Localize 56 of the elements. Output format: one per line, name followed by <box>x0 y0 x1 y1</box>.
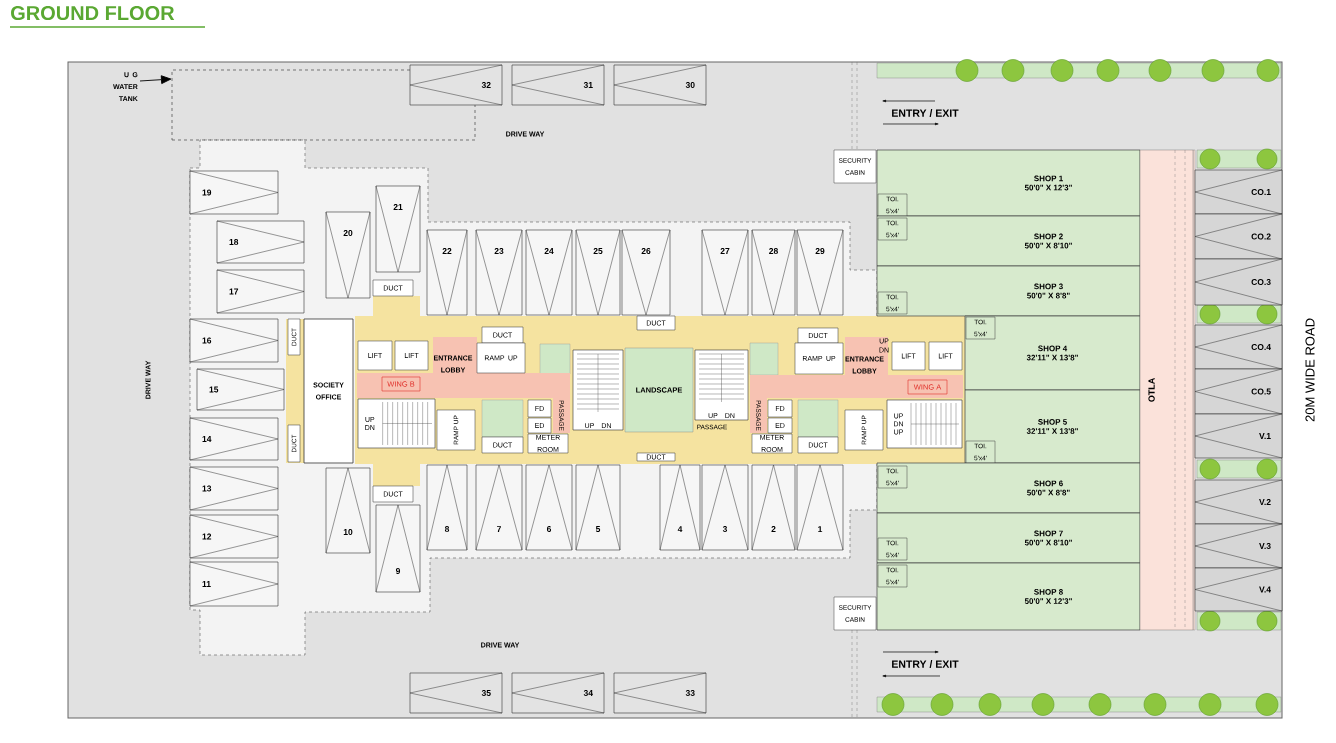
parking-bay: 31 <box>511 64 605 106</box>
parking-bay: 15 <box>196 368 285 411</box>
parking-bay: CO.1 <box>1194 169 1283 215</box>
parking-bay: 32 <box>409 64 503 106</box>
parking-bay: V.3 <box>1194 523 1283 569</box>
parking-bay: 1 <box>796 464 844 551</box>
parking-bay: 28 <box>751 229 796 316</box>
parking-bay: 26 <box>621 229 671 316</box>
parking-bay: 9 <box>375 504 421 593</box>
parking-bay: 23 <box>475 229 523 316</box>
node-label: CO.5 <box>1251 388 1271 395</box>
parking-bay: 18 <box>216 220 305 264</box>
area-label: ENTRY / EXIT <box>892 109 959 117</box>
parking-bay: 17 <box>216 269 305 314</box>
parking-bay: 33 <box>613 672 707 714</box>
parking-bay: V.2 <box>1194 479 1283 525</box>
parking-bay: V.4 <box>1194 567 1283 612</box>
parking-bay: 22 <box>426 229 468 316</box>
node-label: CO.1 <box>1251 188 1271 195</box>
node-label: CO.2 <box>1251 233 1271 240</box>
parking-bay: CO.5 <box>1194 368 1283 415</box>
parking-bay: CO.4 <box>1194 324 1283 370</box>
area-label: 20M WIDE ROAD <box>1305 318 1315 422</box>
parking-bay: 5 <box>575 464 621 551</box>
parking-bay: 25 <box>575 229 621 316</box>
parking-bay: 12 <box>189 514 279 559</box>
parking-bay: 20 <box>325 211 371 299</box>
parking-bay: 14 <box>189 417 279 461</box>
title: GROUND FLOOR <box>11 5 175 21</box>
parking-bay: 4 <box>659 464 701 551</box>
leader-line <box>139 75 172 85</box>
parking-bay: V.1 <box>1194 413 1283 459</box>
parking-bay: 21 <box>375 185 421 273</box>
parking-bay: 10 <box>325 467 371 554</box>
parking-bay: 35 <box>409 672 503 714</box>
area-label: ENTRY / EXIT <box>892 660 959 668</box>
parking-bay: 27 <box>701 229 749 316</box>
node-label: V.3 <box>1259 542 1271 550</box>
parking-bay: 34 <box>511 672 605 714</box>
parking-bay: 8 <box>426 464 468 551</box>
parking-bay: CO.2 <box>1194 213 1283 260</box>
parking-bay: 29 <box>796 229 844 316</box>
parking-bay: 19 <box>189 170 279 215</box>
parking-bay: 30 <box>613 64 707 106</box>
parking-bay: 3 <box>701 464 749 551</box>
parking-bay: CO.3 <box>1194 258 1283 306</box>
parking-bay: 24 <box>525 229 573 316</box>
parking-bay: 2 <box>751 464 796 551</box>
otla-strip: OTLA <box>1139 149 1194 631</box>
parking-bay: 6 <box>525 464 573 551</box>
parking-bay: 7 <box>475 464 523 551</box>
node-label: V.2 <box>1259 499 1271 505</box>
parking-bay: 13 <box>189 466 279 511</box>
node-label: CO.4 <box>1251 343 1271 350</box>
parking-bay: 11 <box>189 561 279 607</box>
parking-bay: 16 <box>189 318 279 363</box>
